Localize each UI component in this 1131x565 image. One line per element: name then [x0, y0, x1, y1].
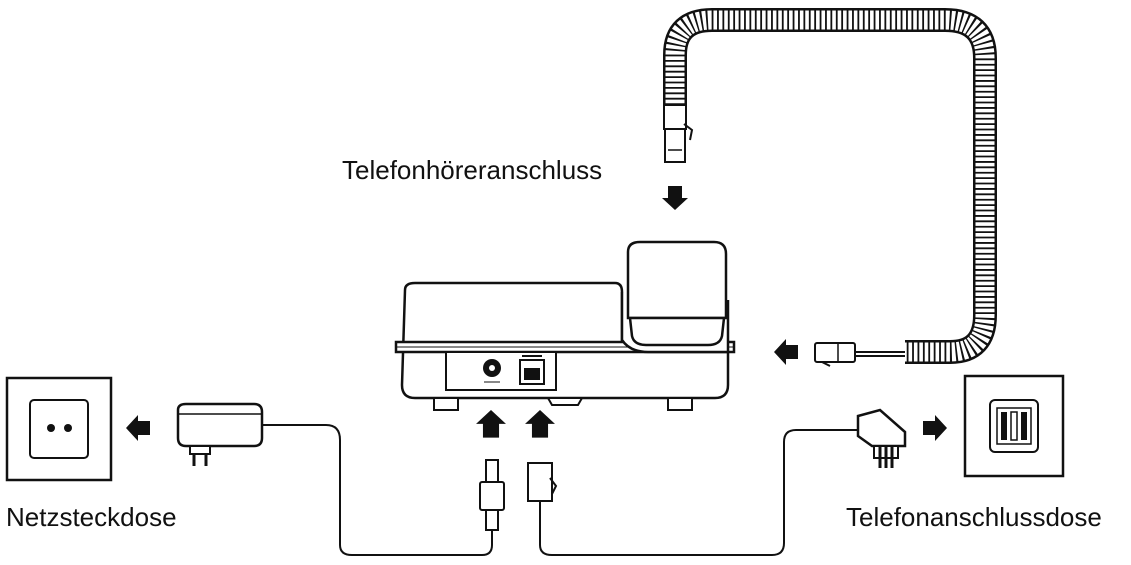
arrow-handset-down	[662, 186, 688, 210]
line-cable	[539, 429, 858, 556]
dc-plug	[479, 459, 505, 531]
power-cable	[262, 424, 493, 556]
line-plug	[527, 462, 558, 502]
power-outlet	[5, 376, 113, 482]
label-handset-port: Telefonhöreranschluss	[342, 155, 602, 185]
arrow-outlet-left	[126, 415, 150, 441]
arrow-handset-left	[774, 339, 798, 365]
coiled-handset-cord	[663, 8, 997, 364]
arrow-jack-right	[923, 415, 947, 441]
phone-wall-jack	[963, 374, 1065, 478]
handset-cord-side-plug	[814, 342, 856, 367]
tae-plug	[856, 408, 907, 468]
telephone-base	[394, 240, 736, 411]
arrow-line-up	[525, 410, 555, 438]
power-adapter	[176, 402, 264, 466]
label-phone-jack: Telefonanschlussdose	[846, 502, 1102, 532]
arrow-power-up	[476, 410, 506, 438]
handset-cord-plug	[663, 104, 694, 163]
label-power-outlet: Netzsteckdose	[6, 502, 177, 532]
